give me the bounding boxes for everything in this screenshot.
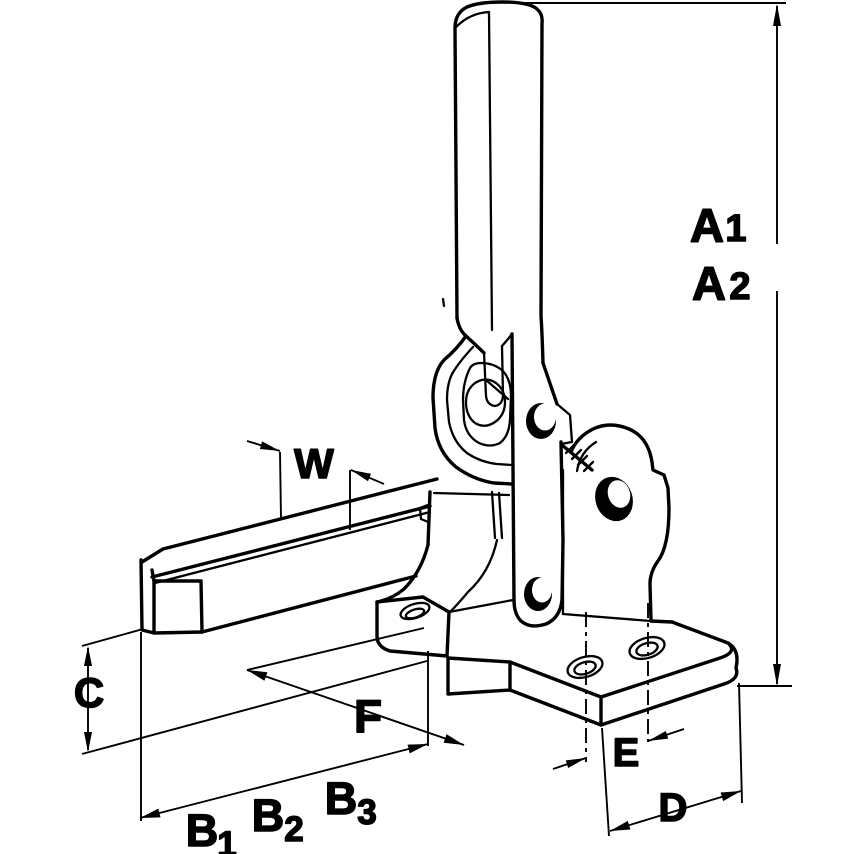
c-top-extension-line xyxy=(81,628,144,647)
link-plate-upper-rivet xyxy=(526,403,556,439)
link-plate-outline xyxy=(510,332,565,628)
base-hole-right xyxy=(628,635,666,661)
leg-flare-left xyxy=(375,543,430,604)
pivot-pin xyxy=(464,378,507,427)
handle-inner-edge xyxy=(454,10,494,332)
link-plate xyxy=(510,326,574,628)
arm-end-underline xyxy=(432,491,511,497)
web-top-edge xyxy=(447,598,515,614)
label-a1-main: A xyxy=(690,199,724,252)
bracket-front-leg-and-foot xyxy=(375,490,515,658)
base-plate xyxy=(446,619,739,727)
b-arrow-left xyxy=(140,808,161,818)
d-arrow-left xyxy=(610,820,631,831)
handle-tick-mark xyxy=(441,297,446,308)
c-arrow-down xyxy=(84,732,92,752)
dimension-f-reach xyxy=(246,627,465,746)
base-top-face-edges xyxy=(446,619,674,727)
f-arrow-right xyxy=(443,734,464,745)
bracket-base-junction xyxy=(561,612,653,623)
w-arrow-left xyxy=(259,441,280,451)
label-b2-main: B xyxy=(252,790,285,841)
d-left-extension-line xyxy=(601,727,610,837)
leg-left-edge xyxy=(426,490,432,547)
base-hole-left xyxy=(566,654,604,680)
dimension-c-arm-height xyxy=(81,628,428,755)
f-dimension-line xyxy=(246,669,465,746)
e-arrow-left xyxy=(565,758,586,768)
d-right-extension-line xyxy=(738,682,743,804)
label-e: E xyxy=(613,731,640,775)
foot-pad-outline xyxy=(375,595,451,658)
dimension-d-base-depth xyxy=(601,682,743,837)
b-dimension-line xyxy=(139,743,429,819)
bracket-arch-outline xyxy=(569,423,671,623)
label-b1-sub: 1 xyxy=(217,825,236,854)
d-dimension-line xyxy=(609,790,742,832)
mounting-bracket-upright xyxy=(560,423,671,623)
dimension-e-hole-spacing xyxy=(552,603,685,770)
neck-left-connector xyxy=(464,334,486,355)
label-c: C xyxy=(74,669,104,716)
a-arrow-down xyxy=(773,664,781,686)
link-plate-top-diagonal xyxy=(541,361,559,406)
label-a2-sub: 2 xyxy=(729,266,750,308)
arm-front-top-edge xyxy=(150,504,432,579)
arm-tip-side-face xyxy=(139,558,156,635)
clamping-arm xyxy=(139,477,439,635)
foot-slot-inner xyxy=(404,607,426,620)
leg-right-edges xyxy=(490,490,504,540)
pivot-boss-face xyxy=(607,480,631,508)
w-left-leader xyxy=(246,440,282,520)
a-arrow-up xyxy=(773,4,781,26)
dimension-lines xyxy=(81,2,792,837)
arm-tip-chamfer xyxy=(140,547,165,564)
bracket-serrated-edge xyxy=(560,443,594,472)
label-b3-sub: 3 xyxy=(357,793,376,832)
b-arrow-right xyxy=(407,744,428,754)
label-a2-main: A xyxy=(692,257,726,310)
arm-back-top-edge xyxy=(161,477,439,551)
f-extension-line xyxy=(246,627,425,671)
label-f: F xyxy=(354,690,382,742)
base-front-right-edges xyxy=(599,620,739,727)
w-arrow-right xyxy=(351,470,371,482)
c-bottom-extension-line xyxy=(81,660,428,755)
arm-u-end-clevis xyxy=(431,316,514,486)
link-plate-side-face xyxy=(555,402,574,446)
dimension-b-lengths xyxy=(139,632,429,821)
dimension-labels: A 1 A 2 W C F E D B 1 B 2 B 3 xyxy=(73,198,751,854)
handle-outline xyxy=(453,0,545,365)
label-a1-sub: 1 xyxy=(725,208,746,250)
label-b1-main: B xyxy=(186,805,219,854)
dimension-a-height xyxy=(520,2,792,687)
pivot-pin-chamfer xyxy=(484,378,510,401)
arm-front-top-inner xyxy=(153,510,432,585)
dimension-w-arm-width xyxy=(246,440,385,530)
handle-shank xyxy=(482,344,505,408)
arm-front-bottom-edge xyxy=(200,574,418,634)
leg-flare-right xyxy=(448,538,499,614)
arm-tip-end-face xyxy=(152,579,204,635)
bracket-inner-arch xyxy=(575,440,598,473)
f-arrow-left xyxy=(247,670,268,681)
handle xyxy=(441,0,545,365)
e-arrow-right xyxy=(648,731,669,741)
label-b3-main: B xyxy=(325,773,358,824)
clevis-inner-wall xyxy=(445,345,514,467)
label-b2-sub: 2 xyxy=(284,810,303,849)
c-arrow-up xyxy=(84,646,92,666)
label-d: D xyxy=(659,786,688,830)
bracket-serration-ticks xyxy=(564,442,595,473)
link-plate-lower-rivet xyxy=(524,577,552,611)
d-arrow-right xyxy=(720,791,741,802)
label-w: W xyxy=(294,440,334,487)
